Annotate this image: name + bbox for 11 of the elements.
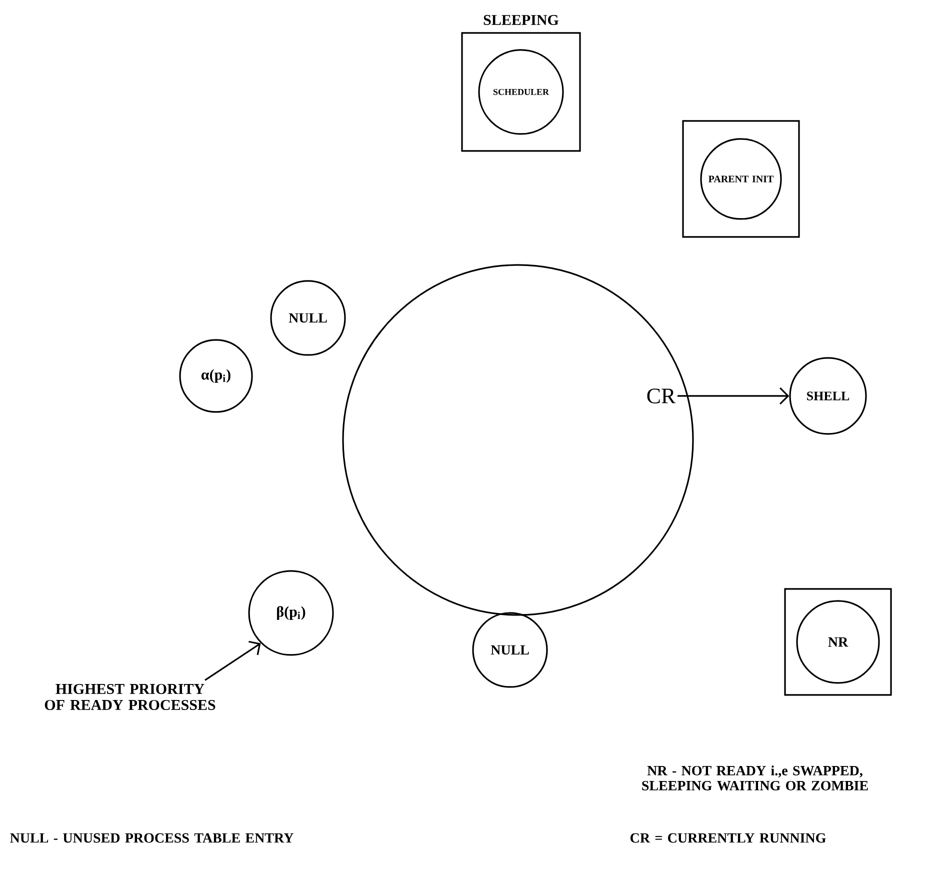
legend-text: CR = CURRENTLY RUNNING	[630, 833, 826, 843]
legend-text: NR - NOT READY i.,e SWAPPED, SLEEPING WAITING OR ZOMBIE	[642, 766, 868, 790]
text-label: CR	[647, 388, 676, 404]
annotation-text: HIGHEST PRIORITY OF READY PROCESSES	[44, 684, 216, 710]
arrow	[677, 387, 790, 405]
square-frame	[682, 120, 800, 238]
legend-text: NULL - UNUSED PROCESS TABLE ENTRY	[10, 833, 294, 843]
node-label: SLEEPING	[484, 14, 559, 26]
leader-line	[204, 640, 261, 681]
large-circle	[342, 264, 694, 616]
square-frame	[784, 588, 892, 696]
